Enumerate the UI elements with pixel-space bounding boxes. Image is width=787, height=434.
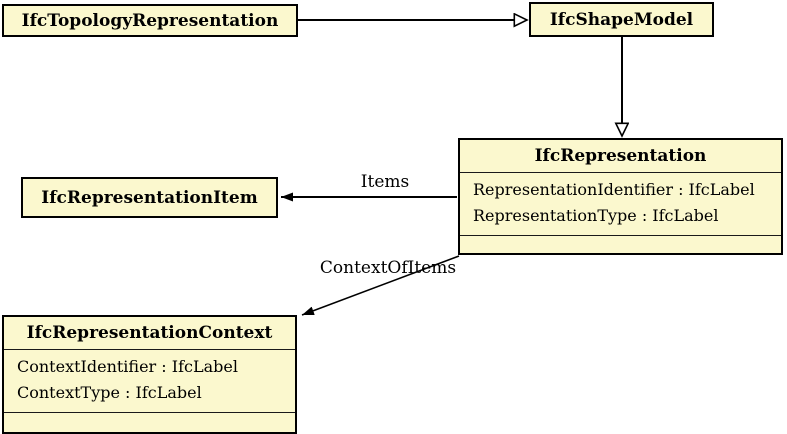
class-operations-empty bbox=[460, 236, 781, 253]
class-box-ifc-shape-model[interactable]: IfcShapeModel bbox=[529, 2, 714, 37]
class-attribute: RepresentationIdentifier : IfcLabel bbox=[473, 180, 755, 199]
class-attribute: ContextIdentifier : IfcLabel bbox=[17, 357, 238, 376]
class-box-ifc-representation-context[interactable]: IfcRepresentationContext ContextIdentifi… bbox=[2, 315, 297, 434]
relation-label-context-of-items: ContextOfItems bbox=[319, 258, 457, 278]
class-attributes: RepresentationIdentifier : IfcLabel Repr… bbox=[460, 173, 781, 236]
class-box-ifc-representation-item[interactable]: IfcRepresentationItem bbox=[21, 177, 278, 218]
class-box-ifc-representation[interactable]: IfcRepresentation RepresentationIdentifi… bbox=[458, 138, 783, 255]
class-title: IfcRepresentationContext bbox=[4, 317, 295, 350]
class-attribute: ContextType : IfcLabel bbox=[17, 382, 202, 402]
class-title: IfcRepresentation bbox=[460, 140, 781, 173]
class-attribute: RepresentationType : IfcLabel bbox=[473, 205, 719, 225]
class-title: IfcTopologyRepresentation bbox=[21, 10, 279, 31]
class-operations-empty bbox=[4, 413, 295, 432]
class-box-ifc-topology-representation[interactable]: IfcTopologyRepresentation bbox=[2, 4, 298, 37]
class-title: IfcRepresentationItem bbox=[41, 187, 258, 208]
class-title: IfcShapeModel bbox=[549, 9, 694, 30]
relation-label-items: Items bbox=[360, 172, 410, 192]
class-attributes: ContextIdentifier : IfcLabel ContextType… bbox=[4, 350, 295, 413]
